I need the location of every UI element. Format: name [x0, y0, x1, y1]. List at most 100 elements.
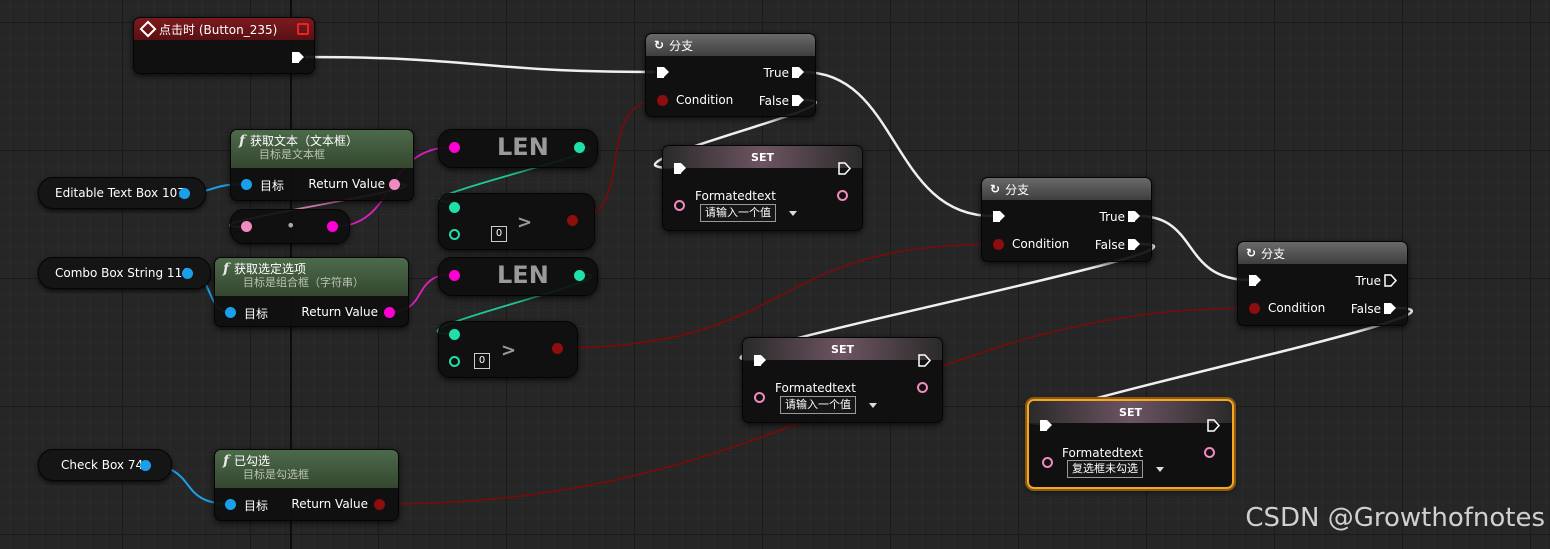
false-label: False: [1094, 238, 1125, 252]
branch-title: 分支: [1261, 246, 1286, 261]
true-label: True: [763, 66, 790, 80]
compare-a-pin[interactable]: [449, 329, 460, 340]
branch-icon: ↻: [990, 182, 1001, 196]
return-value-pin[interactable]: [389, 179, 400, 190]
exec-out-pin-unconnected[interactable]: [918, 354, 931, 367]
set-node-header: SET: [1029, 401, 1232, 423]
branch-node-3[interactable]: ↻ 分支 True Condition False: [1237, 241, 1408, 326]
set-node-header: SET: [663, 146, 862, 168]
value-in-pin[interactable]: [754, 392, 765, 403]
value-out-pin[interactable]: [837, 190, 848, 201]
variable-name: Formatedtext: [775, 381, 856, 395]
function-title: 获取文本（文本框）: [250, 134, 359, 148]
variable-out-pin[interactable]: [182, 268, 193, 279]
exec-out-pin-unconnected[interactable]: [1207, 419, 1220, 432]
set-node-1[interactable]: SET Formatedtext 请输入一个值: [662, 145, 863, 231]
variable-out-pin[interactable]: [140, 460, 151, 471]
variable-label: Combo Box String 116: [55, 266, 190, 280]
compare-result-pin[interactable]: [567, 215, 578, 226]
set-node-2[interactable]: SET Formatedtext 请输入一个值: [742, 337, 943, 423]
condition-pin[interactable]: [657, 95, 668, 106]
len-node-2[interactable]: LEN: [438, 257, 598, 296]
len-node-1[interactable]: LEN: [438, 129, 598, 168]
variable-editable-text-box[interactable]: Editable Text Box 107: [38, 177, 206, 209]
value-dropdown[interactable]: 复选框未勾选: [1067, 460, 1143, 478]
exec-wire: [802, 70, 994, 218]
chevron-down-icon[interactable]: [869, 403, 877, 408]
condition-pin[interactable]: [993, 239, 1004, 250]
compare-b-pin[interactable]: [449, 229, 460, 240]
variable-check-box[interactable]: Check Box 74: [38, 449, 172, 481]
value-out-pin[interactable]: [917, 382, 928, 393]
chevron-down-icon[interactable]: [789, 211, 797, 216]
is-checked-function-node[interactable]: f 已勾选 目标是勾选框 目标 Return Value: [214, 449, 399, 521]
target-pin[interactable]: [241, 179, 252, 190]
greater-than-operator: >: [501, 340, 517, 361]
function-title: 获取选定选项: [234, 262, 307, 276]
variable-combo-box-string[interactable]: Combo Box String 116: [38, 257, 211, 289]
event-node-button-click[interactable]: 点击时 (Button_235): [133, 17, 315, 74]
value-dropdown[interactable]: 请输入一个值: [700, 204, 776, 222]
return-value-pin[interactable]: [384, 307, 395, 318]
len-in-pin[interactable]: [449, 270, 460, 281]
get-selected-option-function-node[interactable]: f 获取选定选项 目标是组合框（字符串） 目标 Return Value: [214, 257, 409, 327]
event-node-title: 点击时 (Button_235): [159, 22, 278, 37]
delegate-pin-icon[interactable]: [297, 23, 309, 35]
conversion-out-pin[interactable]: [327, 221, 338, 232]
value-dropdown[interactable]: 请输入一个值: [780, 396, 856, 414]
true-exec-pin-unconnected[interactable]: [1384, 274, 1397, 287]
condition-label: Condition: [1012, 237, 1070, 251]
get-text-function-node[interactable]: f 获取文本（文本框） 目标是文本框 目标 Return Value: [230, 129, 414, 201]
variable-out-pin[interactable]: [179, 188, 190, 199]
true-label: True: [1355, 274, 1382, 288]
target-pin[interactable]: [225, 499, 236, 510]
function-icon: f: [223, 260, 230, 277]
condition-pin[interactable]: [1249, 303, 1260, 314]
return-value-label: Return Value: [291, 497, 368, 511]
greater-than-node-1[interactable]: 0 >: [438, 193, 595, 250]
condition-label: Condition: [1268, 301, 1326, 315]
function-header: f 获取文本（文本框） 目标是文本框: [231, 130, 413, 168]
variable-name: Formatedtext: [695, 189, 776, 203]
conversion-dot: •: [286, 216, 296, 235]
text-to-string-conversion-node[interactable]: •: [230, 209, 350, 244]
false-label: False: [1350, 302, 1381, 316]
value-in-pin[interactable]: [1042, 457, 1053, 468]
compare-result-pin[interactable]: [552, 343, 563, 354]
branch-node-2[interactable]: ↻ 分支 True Condition False: [981, 177, 1152, 262]
compare-value-input[interactable]: 0: [474, 353, 490, 369]
false-label: False: [758, 94, 789, 108]
branch-title: 分支: [669, 38, 694, 53]
greater-than-operator: >: [517, 212, 533, 233]
set-node-header: SET: [743, 338, 942, 360]
watermark: CSDN @Growthofnotes: [1245, 503, 1545, 533]
exec-wire: [304, 55, 656, 74]
value-out-pin[interactable]: [1204, 447, 1215, 458]
branch-node-header: ↻ 分支: [646, 34, 815, 56]
chevron-down-icon[interactable]: [1156, 467, 1164, 472]
len-in-pin[interactable]: [449, 142, 460, 153]
variable-name: Formatedtext: [1062, 446, 1143, 460]
greater-than-node-2[interactable]: 0 >: [438, 321, 578, 378]
branch-node-1[interactable]: ↻ 分支 True Condition False: [645, 33, 816, 117]
set-node-3-selected[interactable]: SET Formatedtext 复选框未勾选: [1027, 399, 1234, 489]
event-diamond-icon: [139, 20, 157, 38]
event-node-header: 点击时 (Button_235): [134, 18, 314, 40]
branch-icon: ↻: [654, 38, 665, 52]
compare-value-input[interactable]: 0: [491, 226, 507, 242]
target-label: 目标: [244, 307, 269, 321]
function-title: 已勾选: [234, 454, 271, 468]
value-in-pin[interactable]: [674, 200, 685, 211]
target-label: 目标: [244, 499, 269, 513]
branch-node-header: ↻ 分支: [982, 178, 1151, 200]
compare-b-pin[interactable]: [449, 356, 460, 367]
return-value-pin[interactable]: [374, 499, 385, 510]
len-out-pin[interactable]: [574, 270, 585, 281]
len-out-pin[interactable]: [574, 142, 585, 153]
len-title: LEN: [497, 133, 549, 161]
condition-label: Condition: [676, 93, 734, 107]
target-pin[interactable]: [225, 307, 236, 318]
exec-out-pin-unconnected[interactable]: [838, 162, 851, 175]
compare-a-pin[interactable]: [449, 202, 460, 213]
conversion-in-pin[interactable]: [241, 221, 252, 232]
